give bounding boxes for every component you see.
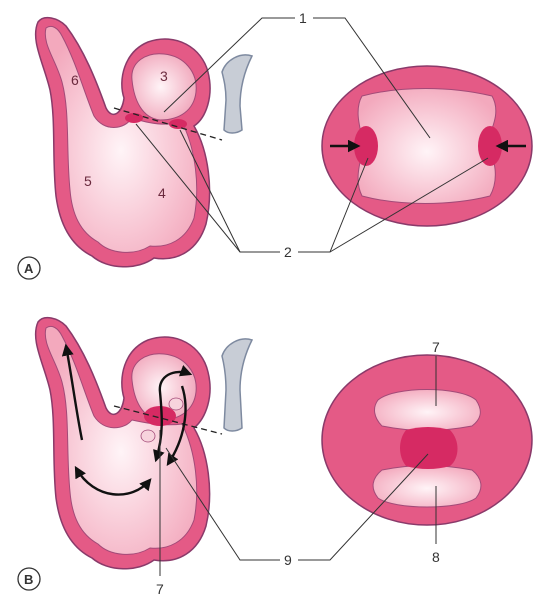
fused-cushion-cross-b [400, 427, 458, 469]
canal-right-b [169, 398, 183, 410]
canal-left-b [141, 430, 155, 442]
cross-section-lower-lumen-b [373, 466, 481, 508]
fused-cushion-b [144, 406, 176, 426]
label-8: 8 [432, 549, 440, 565]
label-3: 3 [160, 68, 168, 84]
vessel-a [222, 55, 252, 133]
cross-section-upper-lumen-b [375, 390, 481, 431]
panel-a: 3 6 5 4 1 2 A [18, 10, 532, 279]
label-6: 6 [71, 72, 79, 88]
label-1: 1 [299, 10, 307, 26]
label-4: 4 [158, 185, 166, 201]
label-7-top: 7 [432, 339, 440, 355]
label-7-bottom: 7 [156, 581, 164, 597]
cross-section-lumen-a [358, 89, 496, 204]
vessel-b [222, 339, 252, 431]
panel-label-b: B [24, 572, 33, 587]
label-5: 5 [84, 173, 92, 189]
label-2: 2 [284, 244, 292, 260]
av-cushion-lower-a [169, 119, 187, 129]
panel-b: 7 8 9 7 B [18, 318, 532, 597]
panel-label-a: A [24, 261, 34, 276]
label-9: 9 [284, 552, 292, 568]
